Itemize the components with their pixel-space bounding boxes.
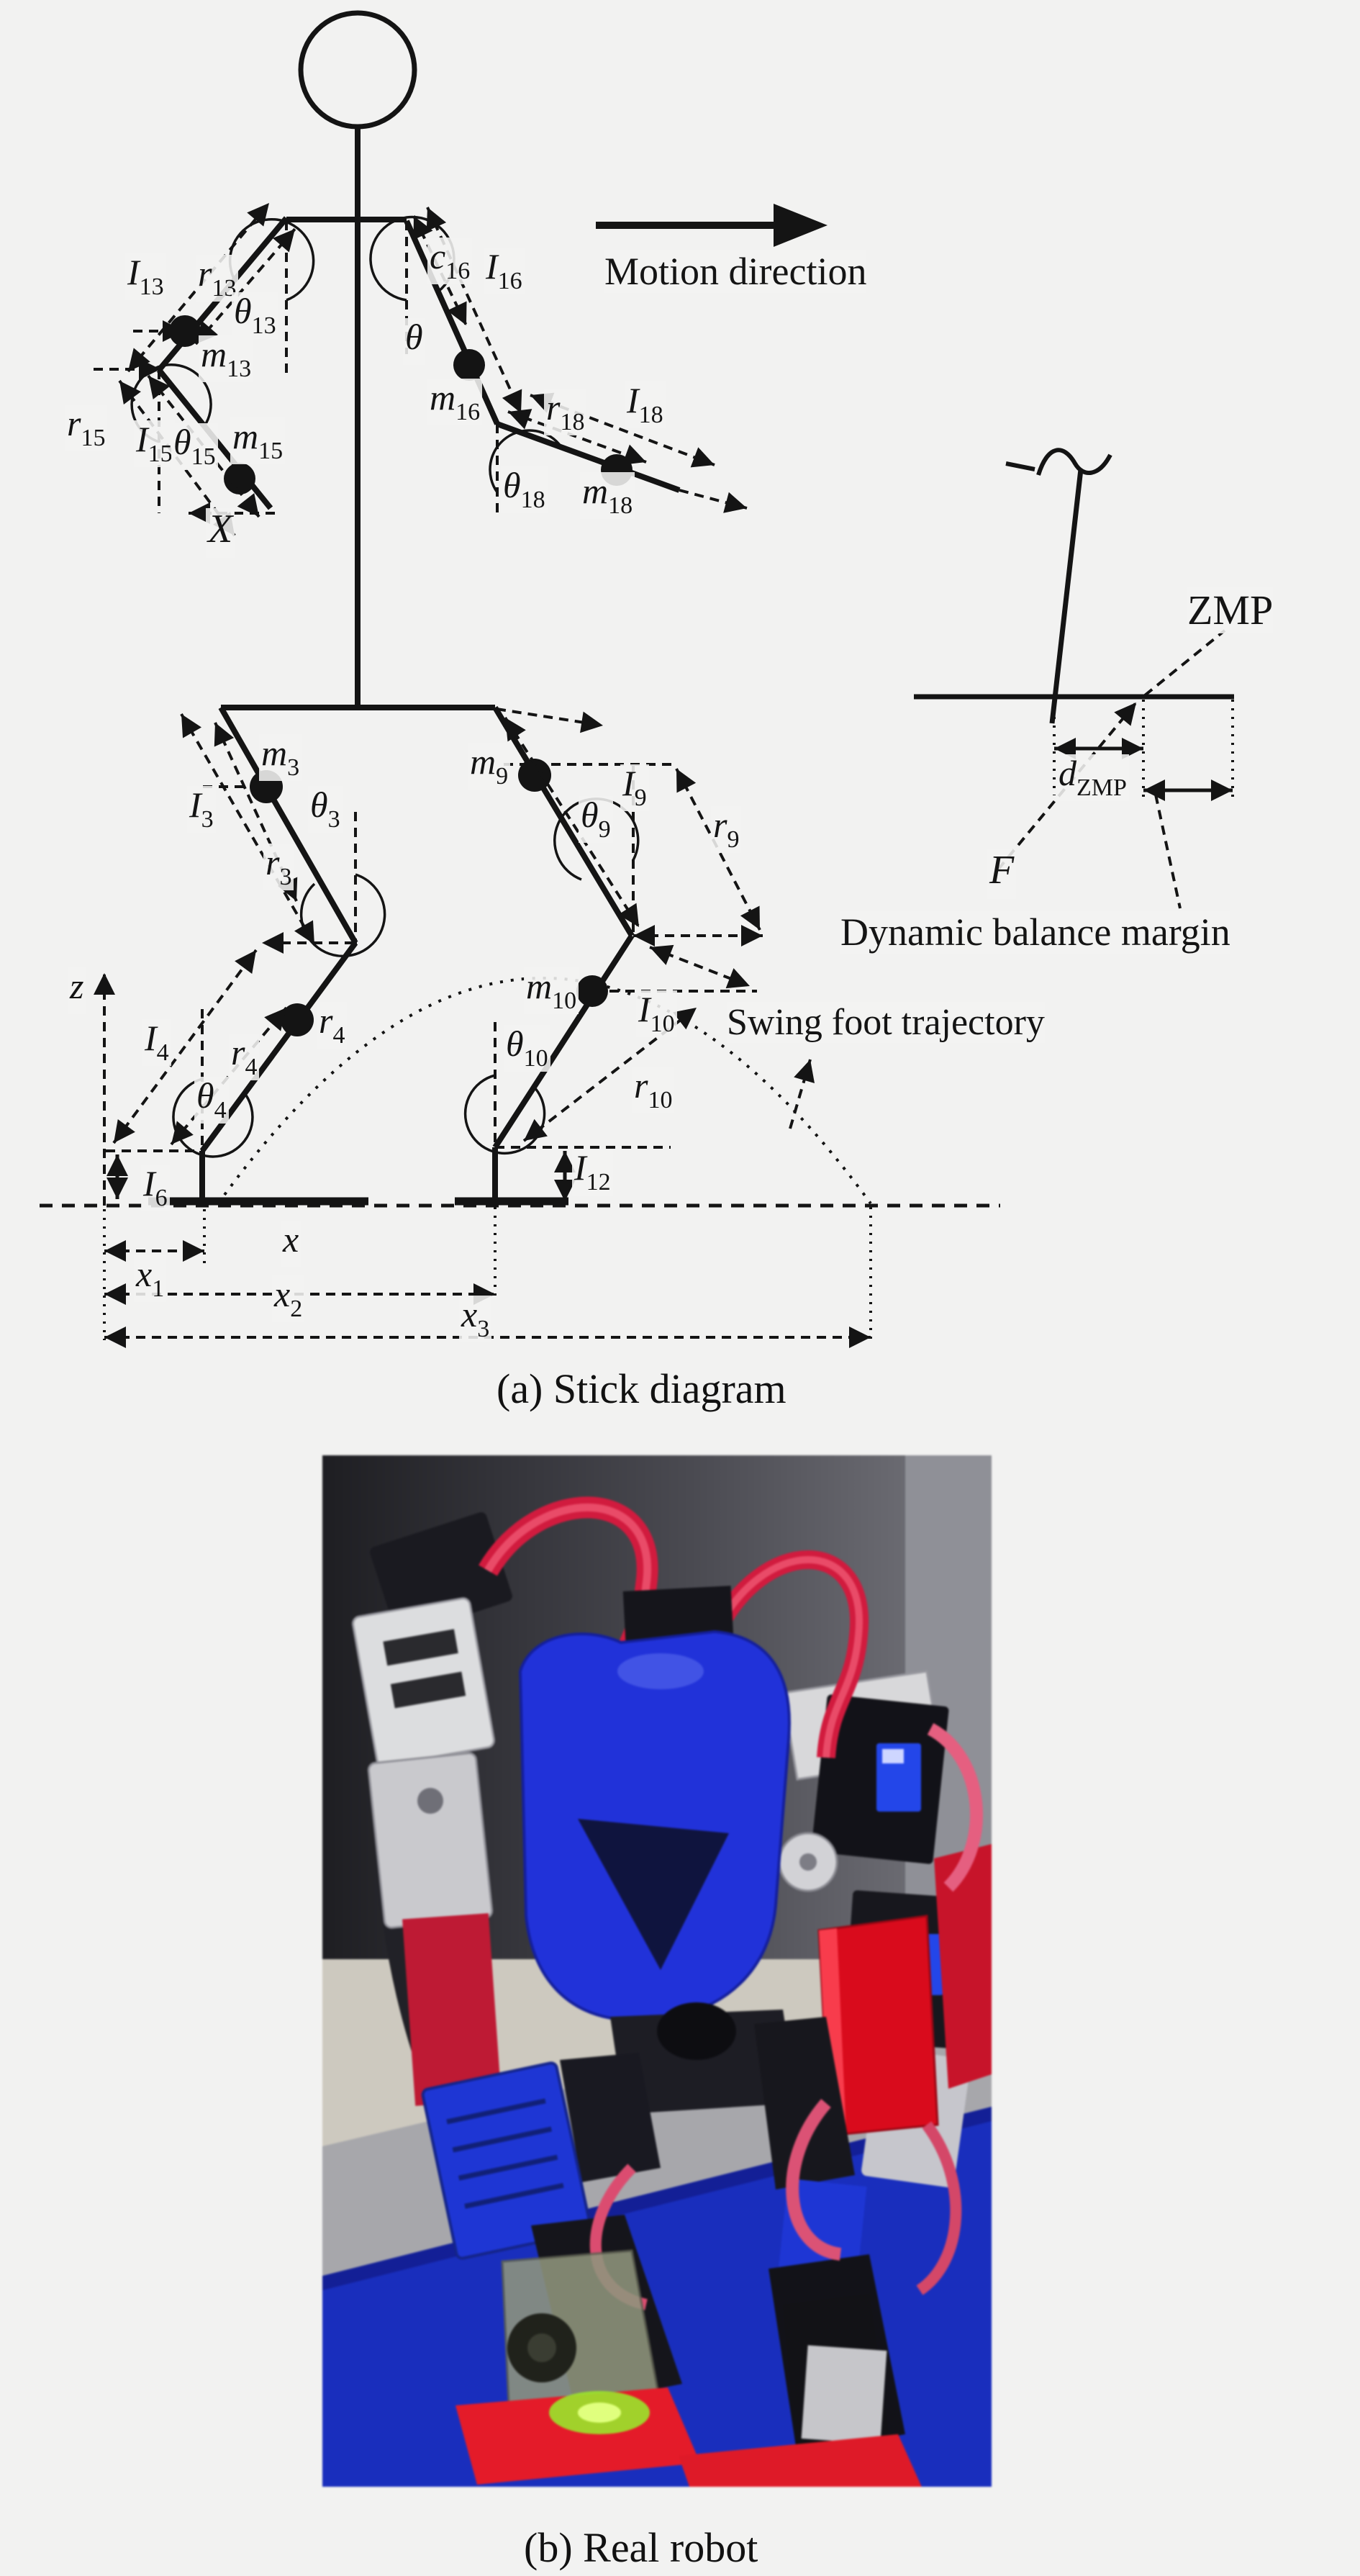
label-th15: θ15 bbox=[171, 423, 218, 470]
dim-r9 bbox=[675, 768, 761, 931]
mass-shin-left bbox=[281, 1003, 314, 1036]
motion-direction-label: Motion direction bbox=[604, 250, 867, 294]
force-arrow bbox=[997, 701, 1138, 871]
label-I9: I9 bbox=[620, 764, 649, 811]
inset-break-squiggle bbox=[1005, 448, 1112, 476]
label-I15: I15 bbox=[134, 420, 175, 467]
label-m10: m10 bbox=[524, 967, 579, 1014]
caption-panel-a: (a) Stick diagram bbox=[497, 1365, 786, 1412]
label-x-axis: x bbox=[281, 1221, 302, 1267]
stick-diagram bbox=[40, 10, 1234, 1348]
label-th4: θ4 bbox=[194, 1077, 229, 1124]
single-arrow-lines bbox=[94, 320, 815, 1206]
arc-th10 bbox=[463, 1074, 546, 1155]
caption-panel-b: (b) Real robot bbox=[524, 2524, 758, 2571]
label-r15: r15 bbox=[65, 405, 108, 451]
label-m15: m15 bbox=[230, 417, 286, 464]
label-hand-X: X bbox=[206, 508, 235, 558]
robot-right-foot bbox=[679, 2294, 922, 2487]
arc-th3 bbox=[299, 873, 386, 958]
zmp-inset bbox=[914, 448, 1234, 909]
ground-and-guides bbox=[40, 977, 1000, 1340]
label-I12: I12 bbox=[572, 1149, 613, 1196]
robot-right-edge-parts bbox=[927, 1723, 992, 2089]
right-foot-plate bbox=[679, 2434, 922, 2487]
dim-r13 bbox=[194, 227, 296, 345]
label-th10: θ10 bbox=[504, 1025, 550, 1072]
margin-pointer bbox=[1154, 794, 1182, 909]
label-m13: m13 bbox=[199, 335, 254, 382]
zmp-pointer bbox=[1143, 629, 1226, 697]
robot-hips bbox=[610, 2002, 797, 2114]
stick-figure bbox=[148, 10, 681, 1206]
robot-left-foot bbox=[455, 2249, 700, 2485]
dim-r4 bbox=[170, 1006, 288, 1146]
zmp-label: ZMP bbox=[1187, 587, 1274, 633]
robot-left-arm bbox=[352, 1511, 512, 2106]
inset-leg bbox=[1049, 469, 1084, 724]
label-I4: I4 bbox=[142, 1019, 171, 1066]
label-m18: m18 bbox=[580, 472, 635, 519]
label-r13: r13 bbox=[196, 255, 239, 302]
mass-m10 bbox=[576, 975, 608, 1007]
label-r9: r9 bbox=[711, 806, 742, 853]
label-th9: θ9 bbox=[579, 796, 613, 843]
dzmp-label: dZMP bbox=[1056, 754, 1129, 801]
label-r4-mass: r4 bbox=[317, 1002, 348, 1049]
torso-triangle bbox=[578, 1819, 729, 1970]
label-r4-dim: r4 bbox=[229, 1034, 260, 1080]
label-th13: θ13 bbox=[232, 292, 278, 339]
label-r10: r10 bbox=[632, 1067, 675, 1113]
label-theta-right-shoulder: θ bbox=[403, 318, 425, 365]
swing-foot-trajectory-label: Swing foot trajectory bbox=[727, 1002, 1045, 1044]
label-x2: x2 bbox=[272, 1275, 305, 1322]
robot-photo bbox=[322, 1455, 992, 2487]
label-c16: c16 bbox=[427, 238, 473, 284]
label-m16: m16 bbox=[427, 379, 483, 425]
dim-I9 bbox=[504, 716, 640, 928]
label-I13: I13 bbox=[125, 253, 166, 300]
head bbox=[298, 10, 417, 130]
robot-torso-shield bbox=[518, 1586, 791, 2023]
label-m3: m3 bbox=[259, 734, 302, 781]
mass-m16 bbox=[453, 349, 485, 381]
arc-th13 bbox=[228, 217, 315, 302]
label-I18: I18 bbox=[625, 381, 666, 428]
label-I16: I16 bbox=[484, 248, 525, 294]
label-th3: θ3 bbox=[308, 786, 343, 833]
label-r18: r18 bbox=[544, 389, 587, 435]
force-label: F bbox=[987, 849, 1017, 899]
label-I6: I6 bbox=[141, 1165, 170, 1211]
dim-I10 bbox=[649, 944, 751, 989]
label-th18: θ18 bbox=[501, 466, 548, 513]
label-r3: r3 bbox=[263, 844, 294, 890]
arc-th4 bbox=[172, 1077, 254, 1158]
label-x3: x3 bbox=[459, 1296, 492, 1342]
dynamic-balance-margin-label: Dynamic balance margin bbox=[840, 910, 1230, 954]
dim-I15 bbox=[147, 374, 260, 518]
label-I3: I3 bbox=[187, 786, 216, 833]
height-dims bbox=[106, 1151, 576, 1201]
label-I10: I10 bbox=[636, 990, 677, 1037]
label-m9: m9 bbox=[468, 743, 511, 790]
swing-label-pointer bbox=[789, 1059, 815, 1129]
label-x1: x1 bbox=[134, 1255, 167, 1302]
label-z-axis: z bbox=[68, 967, 86, 1014]
motion-direction-arrow bbox=[596, 204, 828, 247]
